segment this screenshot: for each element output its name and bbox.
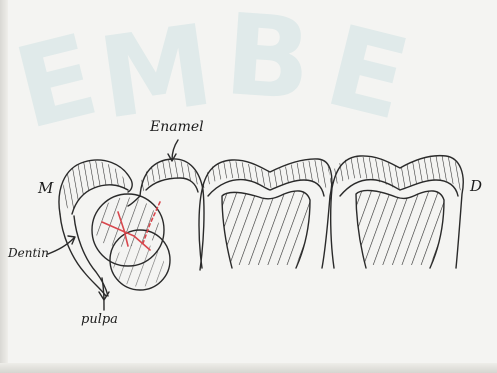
label-dentin: Dentin <box>8 247 49 259</box>
label-distal: D <box>470 179 482 194</box>
label-mesial: M <box>38 181 53 196</box>
tooth-4-enamel-hatching <box>322 150 470 200</box>
label-enamel: Enamel <box>150 120 204 134</box>
label-pulpa: pulpa <box>81 313 118 326</box>
tooth-3-enamel-hatching <box>198 150 336 200</box>
tooth-3 <box>198 150 336 270</box>
pulpa-leader <box>102 278 104 310</box>
tooth-4-distal <box>322 150 470 270</box>
fragment-upper-hatching <box>96 197 159 246</box>
tooth-3-dentin-hatching <box>215 185 320 270</box>
